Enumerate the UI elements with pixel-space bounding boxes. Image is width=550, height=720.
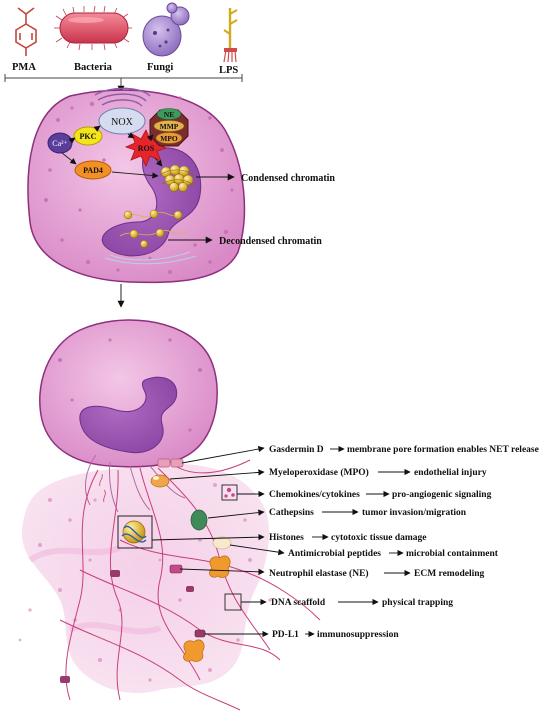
effect-label: pro-angiogenic signaling bbox=[392, 490, 492, 500]
scattered-enzyme-icons bbox=[60, 570, 205, 683]
nox-label: NOX bbox=[111, 117, 133, 128]
component-label: Histones bbox=[269, 533, 304, 543]
decondensed-chromatin-label: Decondensed chromatin bbox=[219, 236, 322, 247]
effect-label: immunosuppression bbox=[317, 630, 399, 640]
calcium-label: Ca²⁺ bbox=[52, 139, 68, 148]
pkc-node: PKC bbox=[73, 126, 103, 146]
fungi-icon bbox=[142, 2, 190, 57]
mpo-enzyme-icon bbox=[150, 474, 170, 488]
component-label: Gasdermin D bbox=[269, 445, 324, 455]
stimulus-label-bacteria: Bacteria bbox=[74, 62, 113, 73]
pdl1-icon bbox=[194, 629, 206, 638]
component-label: Myeloperoxidase (MPO) bbox=[269, 467, 369, 478]
pad4-node: PAD4 bbox=[74, 160, 112, 180]
effect-label: ECM remodeling bbox=[414, 569, 485, 579]
component-row-gasdermin: Gasdermin D membrane pore formation enab… bbox=[269, 445, 539, 455]
antimicrobial-peptide-icon bbox=[212, 536, 232, 550]
component-label: PD-L1 bbox=[272, 630, 299, 640]
effect-label: endothelial injury bbox=[414, 468, 487, 478]
component-row-histones: Histones cytotoxic tissue damage bbox=[269, 533, 427, 543]
stimuli-bracket bbox=[4, 74, 243, 93]
component-label: Neutrophil elastase (NE) bbox=[269, 568, 369, 579]
component-row-dna: DNA scaffold physical trapping bbox=[271, 598, 453, 608]
effect-label: microbial containment bbox=[406, 549, 499, 559]
component-row-amp: Antimicrobial peptides microbial contain… bbox=[288, 549, 499, 559]
ne-label: NE bbox=[164, 110, 174, 119]
component-label: Cathepsins bbox=[269, 508, 314, 518]
decondensed-chromatin-beads bbox=[119, 209, 187, 248]
stimulus-label-pma: PMA bbox=[12, 62, 36, 73]
component-row-cathepsins: Cathepsins tumor invasion/migration bbox=[269, 508, 467, 518]
component-row-mpo: Myeloperoxidase (MPO) endothelial injury bbox=[269, 467, 487, 478]
net-component-list: Gasdermin D membrane pore formation enab… bbox=[269, 445, 539, 640]
stimulus-label-lps: LPS bbox=[219, 65, 238, 76]
netosis-cell bbox=[39, 319, 218, 513]
component-row-chemokines: Chemokines/cytokines pro-angiogenic sign… bbox=[269, 490, 492, 500]
component-row-pdl1: PD-L1 immunosuppression bbox=[272, 630, 399, 640]
component-label: Chemokines/cytokines bbox=[269, 490, 360, 500]
mpo-label: MPO bbox=[160, 134, 178, 143]
nox-node: NOX bbox=[98, 107, 146, 135]
calcium-node: Ca²⁺ bbox=[47, 132, 73, 154]
cathepsin-icon bbox=[190, 509, 208, 531]
pma-molecule-icon bbox=[15, 7, 37, 56]
component-row-ne: Neutrophil elastase (NE) ECM remodeling bbox=[269, 568, 485, 579]
stimulus-label-fungi: Fungi bbox=[147, 62, 173, 73]
pkc-label: PKC bbox=[80, 132, 97, 141]
effect-label: cytotoxic tissue damage bbox=[331, 533, 427, 543]
lps-molecule-icon bbox=[223, 8, 238, 63]
granule-octagon: NE MMP MPO bbox=[149, 108, 189, 147]
signaling-arrows bbox=[61, 125, 163, 179]
condensed-chromatin-cluster bbox=[159, 164, 196, 192]
effect-label: tumor invasion/migration bbox=[362, 508, 467, 518]
effect-label: membrane pore formation enables NET rele… bbox=[347, 445, 539, 455]
component-label: DNA scaffold bbox=[271, 598, 326, 608]
histone-box-icon bbox=[117, 515, 153, 549]
chemokine-box-icon bbox=[221, 484, 238, 501]
component-label: Antimicrobial peptides bbox=[288, 549, 381, 559]
component-pointer-arrows bbox=[151, 445, 285, 638]
mmp-label: MMP bbox=[160, 122, 179, 131]
effect-label: physical trapping bbox=[382, 598, 453, 608]
ros-label: ROS bbox=[138, 144, 155, 153]
bacteria-icon bbox=[54, 5, 132, 51]
pad4-label: PAD4 bbox=[83, 166, 103, 175]
condensed-chromatin-label: Condensed chromatin bbox=[241, 173, 335, 184]
